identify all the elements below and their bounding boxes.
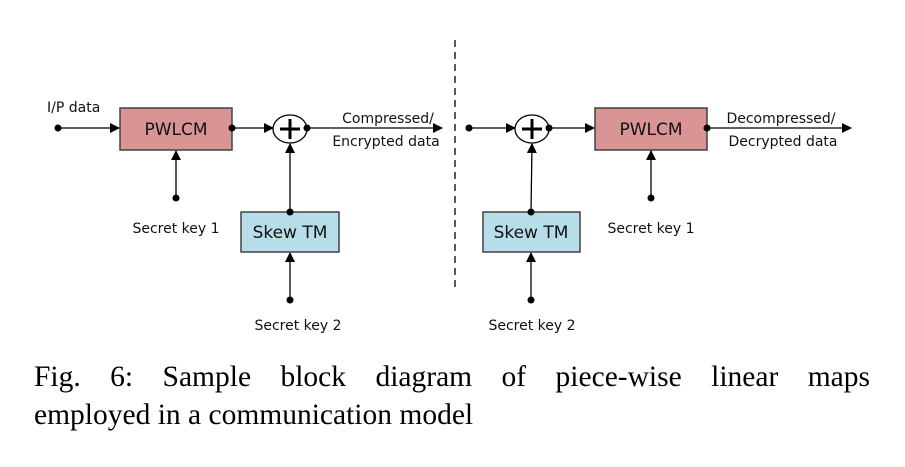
pwlcm-label-encoder: PWLCM: [144, 120, 207, 140]
pwlcm-label-decoder: PWLCM: [619, 120, 682, 140]
skew-tm-label-encoder: Skew TM: [253, 223, 328, 243]
caption-line-2: employed in a communication model: [34, 399, 474, 431]
decoder-output-label-line1: Decompressed/: [726, 111, 835, 127]
figure-caption: Fig. 6: Sample block diagram of piece-wi…: [34, 358, 870, 434]
key1-label-decoder: Secret key 1: [607, 221, 694, 237]
caption-line-1: Fig. 6: Sample block diagram of piece-wi…: [34, 361, 870, 393]
input-label: I/P data: [47, 100, 100, 116]
key2-label-decoder: Secret key 2: [488, 318, 575, 334]
skew-tm-block-decoder: [482, 211, 581, 253]
decoder-output-label-line2: Decrypted data: [729, 134, 838, 150]
skew-tm-label-decoder: Skew TM: [494, 223, 569, 243]
key2-label-encoder: Secret key 2: [254, 318, 341, 334]
output-label-line2: Encrypted data: [332, 134, 439, 150]
encoder-section: I/P data PWLCM Compressed/ Encrypted dat…: [47, 100, 443, 334]
decoder-skew-to-xor-arrow: [526, 143, 537, 213]
decoder-section: PWLCM Decompressed/ Decrypted data Secre…: [465, 107, 852, 334]
output-label-line1: Compressed/: [342, 111, 434, 127]
block-diagram: I/P data PWLCM Compressed/ Encrypted dat…: [47, 40, 852, 334]
key1-label-encoder: Secret key 1: [132, 221, 219, 237]
